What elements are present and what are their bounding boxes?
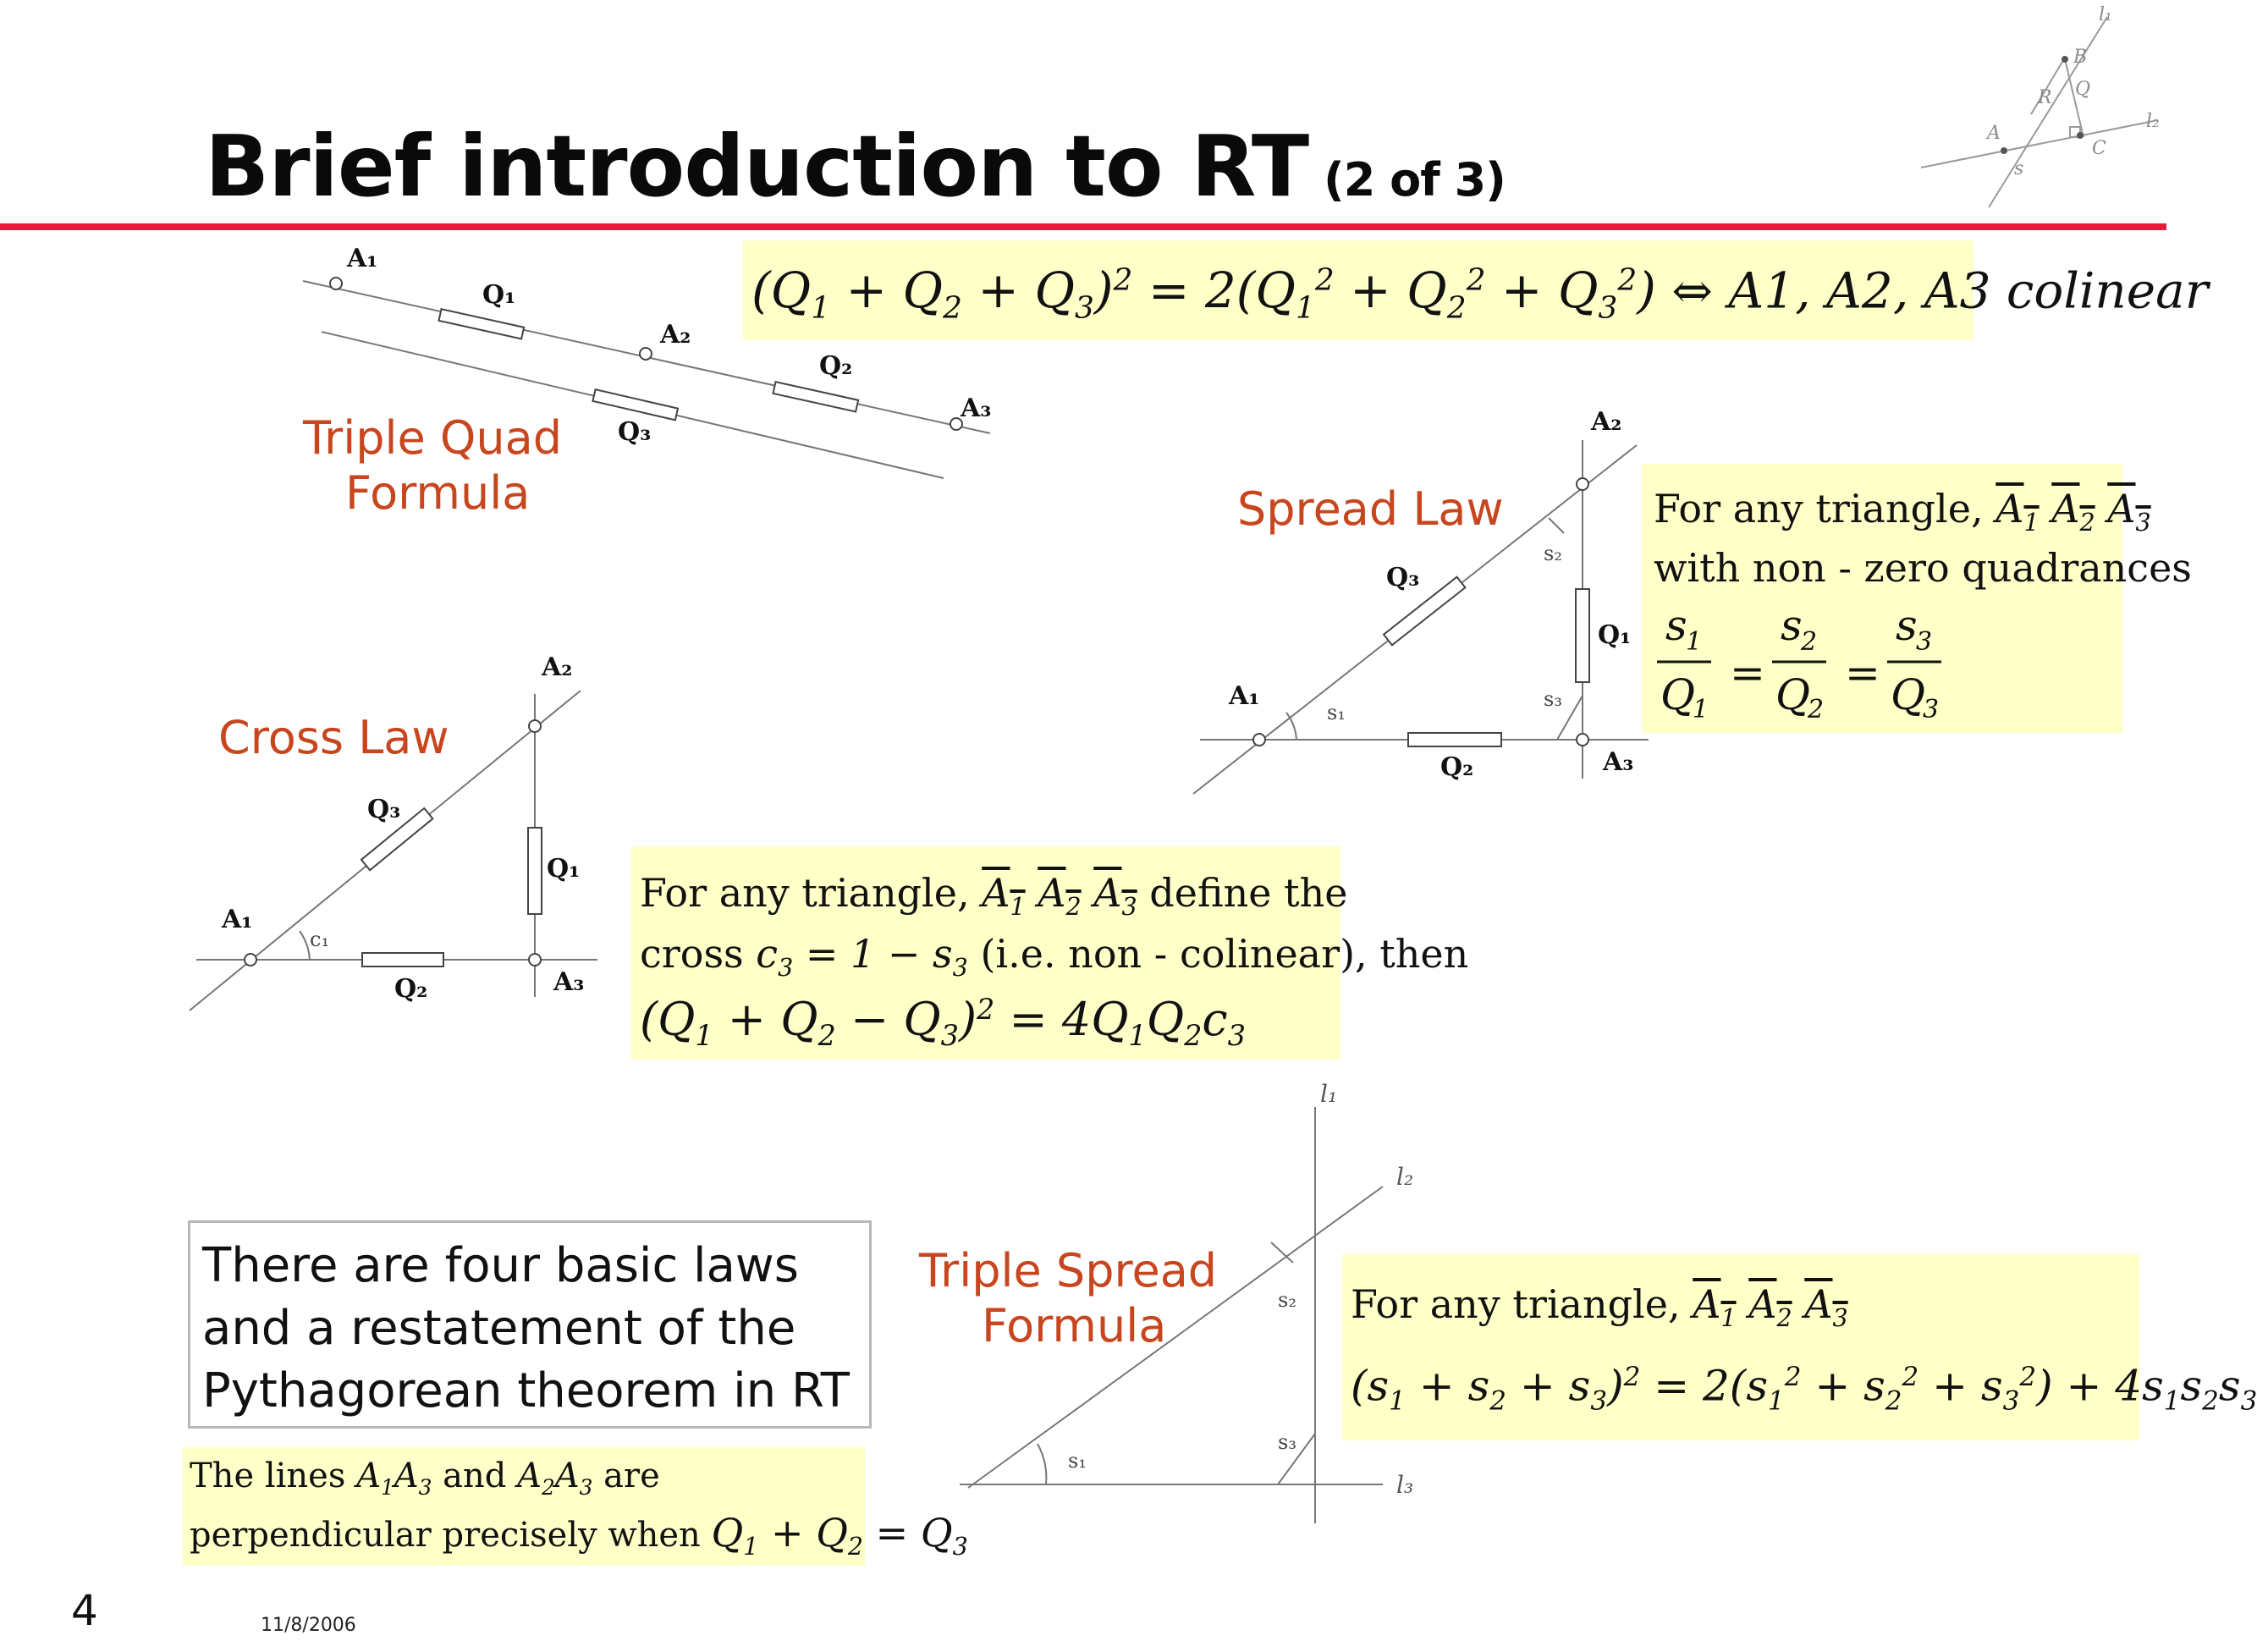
svg-text:Q: Q xyxy=(1660,670,1695,719)
slide-title: Brief introduction to RT (2 of 3) xyxy=(205,117,1506,216)
spread-fractions: s1 Q1 s2 Q2 s3 Q3 = = xyxy=(1657,601,1941,724)
logo-c: C xyxy=(2092,138,2106,159)
spread-nonzero: with non - zero quadrances xyxy=(1654,545,2192,591)
title-text: Brief introduction to RT xyxy=(205,117,1309,216)
svg-text:1: 1 xyxy=(1686,627,1702,657)
cross-law-diagram: A₂ Q₃ Q₁ A₁ Q₂ A₃ c₁ xyxy=(189,653,597,1011)
tq-a1-label: A₁ xyxy=(346,244,377,273)
logo-r: R xyxy=(2037,87,2052,108)
perp-line2: perpendicular precisely when xyxy=(190,1516,701,1555)
sl-s3-label: s₃ xyxy=(1544,687,1562,711)
logo-l1: l₁ xyxy=(2099,4,2112,25)
svg-text:s: s xyxy=(1781,601,1803,650)
triple-quad-formula-box: (Q1 + Q2 + Q3)2 = 2(Q12 + Q22 + Q32) ⇔ A… xyxy=(743,240,2208,340)
cl-a2-label: A₂ xyxy=(541,653,572,682)
triple-spread-intro: For any triangle, xyxy=(1351,1281,1681,1327)
note-line3: Pythagorean theorem in RT xyxy=(202,1363,850,1418)
svg-text:3: 3 xyxy=(1916,627,1932,657)
ts-s2-label: s₂ xyxy=(1278,1288,1296,1312)
tq-q2-label: Q₂ xyxy=(819,351,852,381)
ts-l1-label: l₁ xyxy=(1320,1080,1337,1108)
ts-s3-label: s₃ xyxy=(1278,1430,1296,1454)
slide-number: 4 xyxy=(71,1586,98,1635)
cross-line2-b: i.e. non - colinear xyxy=(995,931,1340,977)
cross-line2-c: then xyxy=(1379,931,1469,977)
tq-q1-label: Q₁ xyxy=(482,280,515,310)
cl-a1-label: A₁ xyxy=(221,905,252,934)
triple-spread-diagram: l₁ l₂ l₃ s₂ s₃ s₁ xyxy=(960,1080,1413,1523)
summary-note: There are four basic laws and a restatem… xyxy=(188,1220,872,1429)
sl-a3-label: A₃ xyxy=(1602,747,1633,777)
svg-text:Q: Q xyxy=(1891,670,1925,719)
triple-quad-diagram: A₁ Q₁ A₂ Q₂ A₃ Q₃ xyxy=(302,244,991,479)
rt-logo-icon: l₁ B Q R A C s l₂ xyxy=(1920,4,2160,208)
cl-a3-label: A₃ xyxy=(553,967,584,997)
title-divider xyxy=(0,223,2166,230)
sl-a1-label: A₁ xyxy=(1228,681,1259,711)
cross-line2-a: cross xyxy=(640,931,744,977)
note-line2: and a restatement of the xyxy=(202,1301,796,1356)
tq-q3-label: Q₃ xyxy=(618,417,651,447)
svg-text:=: = xyxy=(1730,648,1765,697)
cl-q2-label: Q₂ xyxy=(394,974,427,1004)
triple-spread-label-line1: Triple Spread xyxy=(919,1244,1218,1297)
sl-q3-label: Q₃ xyxy=(1386,563,1419,592)
spread-intro: For any triangle, xyxy=(1654,486,1984,531)
ts-s1-label: s₁ xyxy=(1068,1449,1087,1473)
svg-text:Q: Q xyxy=(1775,670,1810,719)
triple-quad-tail: A1, A2, A3 colinear xyxy=(1728,262,2209,320)
sl-q1-label: Q₁ xyxy=(1598,620,1631,650)
svg-text:2: 2 xyxy=(1800,627,1817,657)
slide-date: 11/8/2006 xyxy=(261,1615,356,1636)
sl-a2-label: A₂ xyxy=(1590,407,1621,437)
svg-text:2: 2 xyxy=(1807,695,1824,724)
perp-c: are xyxy=(603,1457,660,1495)
perp-a: The lines xyxy=(190,1457,346,1495)
perpendicular-formula-box: The lines A1A3 and A2A3 are perpendicula… xyxy=(183,1447,968,1566)
cross-line1-a: For any triangle, xyxy=(640,870,970,916)
logo-l2: l₂ xyxy=(2146,111,2160,132)
logo-a: A xyxy=(1985,123,2001,144)
cl-q1-label: Q₁ xyxy=(547,854,580,884)
logo-s: s xyxy=(2014,158,2023,179)
svg-text:1: 1 xyxy=(1693,695,1709,724)
cross-law-equation: (Q1 + Q2 − Q3)2 = 4Q1Q2c3 xyxy=(640,993,1246,1052)
tq-a3-label: A₃ xyxy=(960,394,991,423)
triple-spread-equation: (s1 + s2 + s3)2 = 2(s12 + s22 + s32) + 4… xyxy=(1351,1361,2257,1417)
triple-spread-formula-box: For any triangle, A1 A2 A3 (s1 + s2 + s3… xyxy=(1342,1254,2257,1440)
spread-law-label: Spread Law xyxy=(1237,482,1504,536)
perp-b: and xyxy=(443,1457,507,1495)
spread-law-diagram: A₂ Q₃ Q₁ A₁ Q₂ A₃ s₂ s₃ s₁ xyxy=(1192,407,1649,795)
sl-s1-label: s₁ xyxy=(1327,701,1346,724)
spread-law-formula-box: For any triangle, A1 A2 A3 with non - ze… xyxy=(1642,464,2192,733)
svg-text:s: s xyxy=(1896,601,1918,650)
triple-spread-label-line2: Formula xyxy=(982,1298,1167,1352)
triple-quad-label-line2: Formula xyxy=(345,465,531,520)
cl-q3-label: Q₃ xyxy=(367,795,400,824)
ts-l2-label: l₂ xyxy=(1396,1163,1413,1191)
triple-quad-label-line1: Triple Quad xyxy=(303,411,563,465)
triple-quad-label: Triple Quad Formula xyxy=(303,411,562,521)
sl-s2-label: s₂ xyxy=(1544,542,1562,565)
cross-law-label: Cross Law xyxy=(218,711,449,764)
svg-text:s: s xyxy=(1665,601,1687,650)
logo-b: B xyxy=(2073,47,2087,68)
cross-law-formula-box: For any triangle, A1 A2 A3 define the cr… xyxy=(631,846,1468,1060)
svg-text:3: 3 xyxy=(1923,695,1939,724)
ts-l3-label: l₃ xyxy=(1396,1471,1413,1499)
cl-c1-label: c₁ xyxy=(310,928,329,951)
logo-q: Q xyxy=(2075,79,2090,100)
note-line1: There are four basic laws xyxy=(202,1238,799,1293)
svg-text:=: = xyxy=(1845,648,1880,697)
title-subtitle: (2 of 3) xyxy=(1324,153,1506,206)
triple-spread-label: Triple Spread Formula xyxy=(919,1244,1217,1354)
tq-a2-label: A₂ xyxy=(659,320,691,350)
sl-q2-label: Q₂ xyxy=(1440,752,1473,782)
cross-line1-b: define the xyxy=(1149,870,1348,916)
